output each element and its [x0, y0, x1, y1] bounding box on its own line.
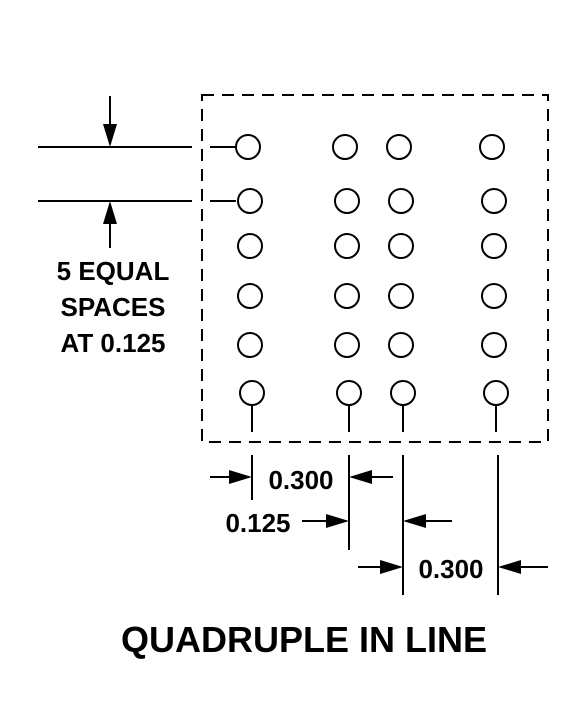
- pin-hole: [334, 332, 360, 358]
- pin-hole: [390, 380, 416, 406]
- package-outline: [201, 94, 549, 443]
- pin-hole: [481, 332, 507, 358]
- spacing-label-line2: SPACES: [61, 292, 166, 322]
- row-arrowhead-down: [103, 124, 117, 147]
- pin-hole: [481, 188, 507, 214]
- pin-hole: [483, 380, 509, 406]
- dim-bottom-arrowhead-right: [498, 560, 521, 574]
- diagram-title: QUADRUPLE IN LINE: [121, 619, 487, 660]
- pin-hole: [388, 233, 414, 259]
- pin-hole: [336, 380, 362, 406]
- pin-hole: [237, 188, 263, 214]
- pin-hole: [237, 283, 263, 309]
- dim-bottom-300-label: 0.300: [418, 554, 483, 584]
- dim-top-arrowhead-left: [229, 470, 252, 484]
- spacing-label-line3: AT 0.125: [60, 328, 165, 358]
- pin-hole: [388, 332, 414, 358]
- pin-hole: [235, 134, 261, 160]
- pin-hole: [388, 283, 414, 309]
- pin-hole: [334, 188, 360, 214]
- pin-hole: [479, 134, 505, 160]
- pin-hole: [481, 233, 507, 259]
- pin-hole: [481, 283, 507, 309]
- pin-hole: [386, 134, 412, 160]
- dim-top-arrowhead-right: [349, 470, 372, 484]
- dim-125-arrowhead-right: [403, 514, 426, 528]
- dim-bottom-arrowhead-left: [380, 560, 403, 574]
- dim-top-300-label: 0.300: [268, 465, 333, 495]
- pin-hole: [388, 188, 414, 214]
- dim-125-arrowhead-left: [326, 514, 349, 528]
- dim-125-label: 0.125: [225, 508, 290, 538]
- spacing-label-line1: 5 EQUAL: [57, 256, 170, 286]
- pin-hole: [237, 233, 263, 259]
- pin-hole: [334, 283, 360, 309]
- pin-hole: [332, 134, 358, 160]
- pin-hole: [237, 332, 263, 358]
- row-arrowhead-up: [103, 201, 117, 224]
- pin-hole: [239, 380, 265, 406]
- pin-hole: [334, 233, 360, 259]
